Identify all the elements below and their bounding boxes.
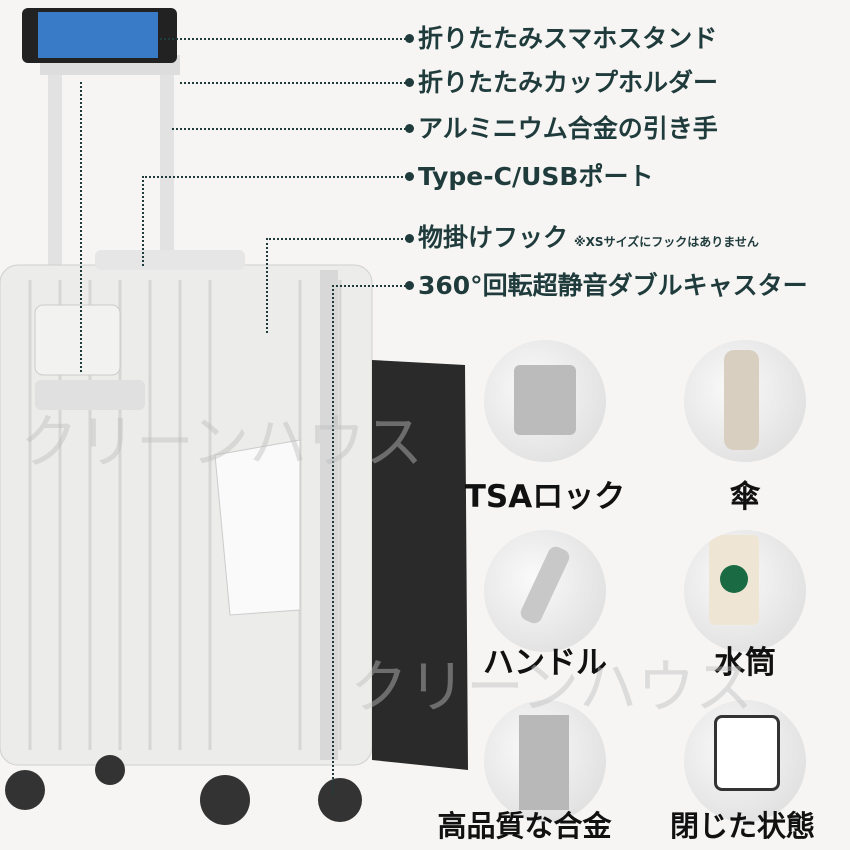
watermark: クリーンハウス — [20, 408, 424, 476]
leader-hook-v — [266, 238, 268, 333]
leader-usb-v — [142, 176, 144, 266]
caption-tsa-lock: TSAロック — [464, 479, 626, 515]
feature-hook-note: ※XSサイズにフックはありません — [574, 235, 759, 249]
caption-bottle: 水筒 — [714, 645, 776, 681]
feature-hook: 物掛けフック ※XSサイズにフックはありません — [418, 225, 759, 250]
leader-caster-v — [332, 285, 334, 795]
leader-hook — [266, 238, 410, 240]
feature-usb-port: Type-C/USBポート — [418, 162, 654, 191]
feature-aluminum-handle: アルミニウム合金の引き手 — [418, 114, 718, 143]
feature-hook-label: 物掛けフック — [418, 223, 569, 252]
bottle-holder-image — [684, 530, 806, 652]
leader-dot — [405, 172, 414, 181]
handle-image — [484, 530, 606, 652]
leader-dot — [405, 124, 414, 133]
feature-cup-holder: 折りたたみカップホルダー — [418, 68, 719, 97]
leader-dot — [405, 234, 414, 243]
feature-casters: 360°回転超静音ダブルキャスター — [418, 271, 808, 300]
leader-cup-v — [80, 82, 82, 372]
leader-phone-stand — [160, 38, 410, 40]
feature-phone-stand: 折りたたみスマホスタンド — [418, 24, 718, 53]
leader-caster — [332, 285, 410, 287]
caption-umbrella: 傘 — [729, 479, 761, 515]
caption-handle: ハンドル — [483, 645, 607, 681]
umbrella-holder-image — [684, 340, 806, 462]
leader-dot — [405, 281, 414, 290]
watermark: クリーンハウス — [350, 653, 754, 721]
caption-closed: 閉じた状態 — [669, 809, 815, 843]
leader-cup-holder — [180, 82, 410, 84]
closed-state-image — [684, 700, 806, 822]
caption-alloy: 高品質な合金 — [437, 809, 612, 843]
tsa-lock-image — [484, 340, 606, 462]
leader-dot — [405, 34, 414, 43]
leader-usb — [142, 176, 410, 178]
leader-handle — [172, 128, 410, 130]
alloy-hinge-image — [484, 700, 606, 822]
leader-dot — [405, 78, 414, 87]
